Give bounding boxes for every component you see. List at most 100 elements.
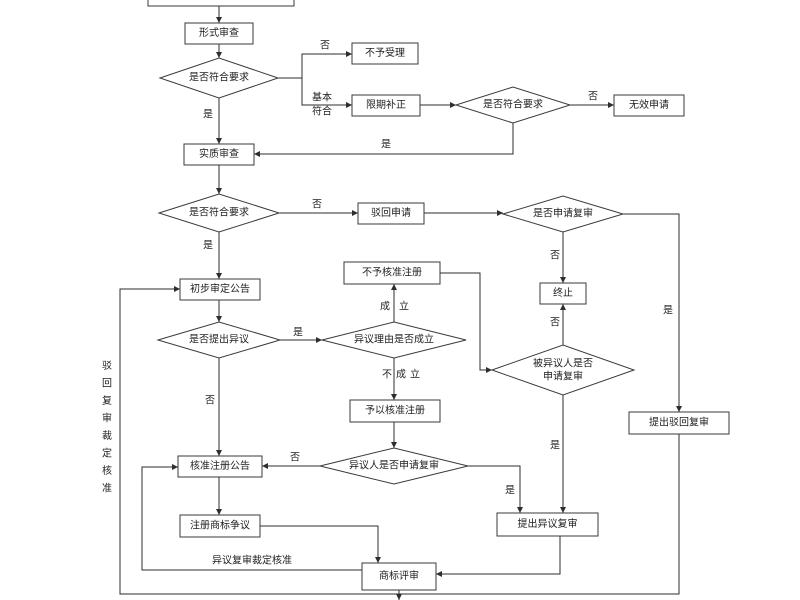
label-formal-yes: 是 bbox=[203, 109, 213, 121]
arrow-rejection-review-loop-to-preliminary bbox=[119, 286, 680, 595]
node-trademark-review: 商标评审 bbox=[361, 562, 437, 591]
node-top-process bbox=[147, 0, 295, 7]
opposed-review-label-line1: 被异议人是否 bbox=[533, 357, 593, 370]
arrow-opponent-review-to-opposition-review bbox=[468, 465, 523, 513]
substantive-review-label: 实质审查 bbox=[199, 147, 239, 160]
arrow-check-formal-to-correction bbox=[301, 78, 352, 108]
node-opposition-review: 提出异议复审 bbox=[496, 512, 599, 537]
correction-box bbox=[351, 94, 421, 117]
node-terminate: 终止 bbox=[539, 282, 587, 305]
not-approved-box bbox=[343, 261, 441, 285]
label-formal-basic-line1: 基本 bbox=[312, 91, 332, 104]
opponent-review-diamond bbox=[319, 447, 469, 485]
arrow-trademark-review-to-registration bbox=[141, 464, 362, 571]
label-formal-no: 否 bbox=[320, 40, 330, 52]
substantive-review-box bbox=[183, 143, 255, 166]
node-reject-accept: 不予受理 bbox=[351, 42, 419, 65]
arrow-check-correction-to-substantive bbox=[254, 123, 514, 157]
label-opposed-review-yes: 是 bbox=[550, 440, 560, 452]
label-rejection-review-approval: 驳回复审裁定核准 bbox=[100, 360, 112, 500]
node-formal-review: 形式审查 bbox=[184, 22, 254, 45]
label-correction-no: 否 bbox=[588, 91, 598, 103]
node-check-substantive: 是否符合要求 bbox=[157, 193, 281, 233]
reject-application-label: 驳回申请 bbox=[371, 206, 411, 219]
approved-box bbox=[349, 399, 441, 423]
opposition-diamond bbox=[156, 321, 282, 359]
invalid-box bbox=[613, 94, 685, 117]
check-substantive-label: 是否符合要求 bbox=[189, 206, 249, 219]
terminate-box bbox=[539, 282, 587, 305]
opposed-review-diamond bbox=[490, 344, 636, 396]
label-opposed-review-no: 否 bbox=[550, 317, 560, 329]
opposition-review-box bbox=[496, 512, 599, 537]
node-rejection-review: 提出驳回复审 bbox=[628, 411, 730, 435]
preliminary-notice-box bbox=[179, 278, 261, 301]
label-opponent-review-yes: 是 bbox=[505, 485, 515, 497]
opposition-valid-diamond bbox=[321, 321, 467, 359]
label-apply-review-no: 否 bbox=[550, 250, 560, 262]
top-process-box bbox=[147, 0, 295, 7]
check-correction-label: 是否符合要求 bbox=[483, 98, 543, 111]
trademark-review-label: 商标评审 bbox=[379, 569, 419, 582]
node-substantive-review: 实质审查 bbox=[183, 143, 255, 166]
arrow-opposition-review-to-trademark-review bbox=[436, 536, 561, 577]
node-correction: 限期补正 bbox=[351, 94, 421, 117]
label-valid-not-established: 不成立 bbox=[382, 368, 424, 381]
not-approved-label: 不予核准注册 bbox=[362, 266, 422, 279]
node-apply-review-question: 是否申请复审 bbox=[501, 195, 625, 233]
label-substantive-yes: 是 bbox=[203, 240, 213, 252]
connectors bbox=[119, 6, 682, 600]
label-valid-established: 成立 bbox=[380, 300, 418, 313]
label-opposition-yes: 是 bbox=[293, 327, 303, 339]
node-registration-notice: 核准注册公告 bbox=[177, 455, 263, 478]
approved-label: 予以核准注册 bbox=[365, 404, 425, 417]
opposition-review-label: 提出异议复审 bbox=[518, 517, 578, 530]
terminate-label: 终止 bbox=[553, 286, 573, 299]
label-opposition-no: 否 bbox=[205, 395, 215, 407]
invalid-label: 无效申请 bbox=[629, 98, 669, 111]
trademark-review-box bbox=[361, 562, 437, 591]
label-formal-basic-line2: 符合 bbox=[312, 105, 332, 118]
formal-review-box bbox=[184, 22, 254, 45]
formal-review-label: 形式审查 bbox=[199, 26, 239, 39]
node-opposition-valid-question: 异议理由是否成立 bbox=[321, 321, 467, 359]
check-correction-diamond bbox=[454, 86, 572, 124]
node-opposed-review-question: 被异议人是否 申请复审 bbox=[490, 344, 636, 396]
check-substantive-diamond bbox=[157, 193, 281, 233]
node-check-formal: 是否符合要求 bbox=[158, 57, 280, 99]
arrow-dispute-to-trademark-review bbox=[260, 525, 381, 563]
preliminary-notice-label: 初步审定公告 bbox=[190, 282, 250, 295]
rejection-review-label: 提出驳回复审 bbox=[649, 416, 709, 429]
registration-notice-box bbox=[177, 455, 263, 478]
node-approved: 予以核准注册 bbox=[349, 399, 441, 423]
trademark-dispute-box bbox=[179, 514, 261, 538]
node-reject-application: 驳回申请 bbox=[357, 202, 425, 225]
opponent-review-label: 异议人是否申请复审 bbox=[349, 459, 439, 472]
trademark-dispute-label: 注册商标争议 bbox=[190, 519, 250, 532]
reject-application-box bbox=[357, 202, 425, 225]
opposition-label: 是否提出异议 bbox=[189, 333, 249, 346]
node-invalid: 无效申请 bbox=[613, 94, 685, 117]
check-formal-label: 是否符合要求 bbox=[189, 71, 249, 84]
opposed-review-label-line2: 申请复审 bbox=[543, 370, 583, 383]
arrow-not-approved-to-opposed-review bbox=[440, 272, 492, 373]
reject-accept-box bbox=[351, 42, 419, 65]
correction-label: 限期补正 bbox=[366, 98, 406, 111]
check-formal-diamond bbox=[158, 57, 280, 99]
node-trademark-dispute: 注册商标争议 bbox=[179, 514, 261, 538]
arrow-apply-review-to-rejection-review bbox=[623, 213, 682, 412]
reject-accept-label: 不予受理 bbox=[365, 47, 405, 59]
label-apply-review-yes: 是 bbox=[663, 305, 673, 317]
node-opposition-question: 是否提出异议 bbox=[156, 321, 282, 359]
apply-review-label: 是否申请复审 bbox=[533, 207, 593, 220]
arrow-check-formal-to-reject-accept bbox=[301, 51, 352, 78]
label-opposition-review-approval: 异议复审裁定核准 bbox=[212, 554, 292, 567]
node-not-approved: 不予核准注册 bbox=[343, 261, 441, 285]
edge-labels: 否 基本 符合 是 否 是 否 是 是 否 是 否 成立 不成立 否 是 否 是… bbox=[100, 40, 674, 567]
label-opponent-review-no: 否 bbox=[290, 452, 300, 464]
apply-review-diamond bbox=[501, 195, 625, 233]
label-substantive-no: 否 bbox=[312, 199, 322, 211]
opposition-valid-label: 异议理由是否成立 bbox=[354, 333, 434, 346]
node-preliminary-notice: 初步审定公告 bbox=[179, 278, 261, 301]
